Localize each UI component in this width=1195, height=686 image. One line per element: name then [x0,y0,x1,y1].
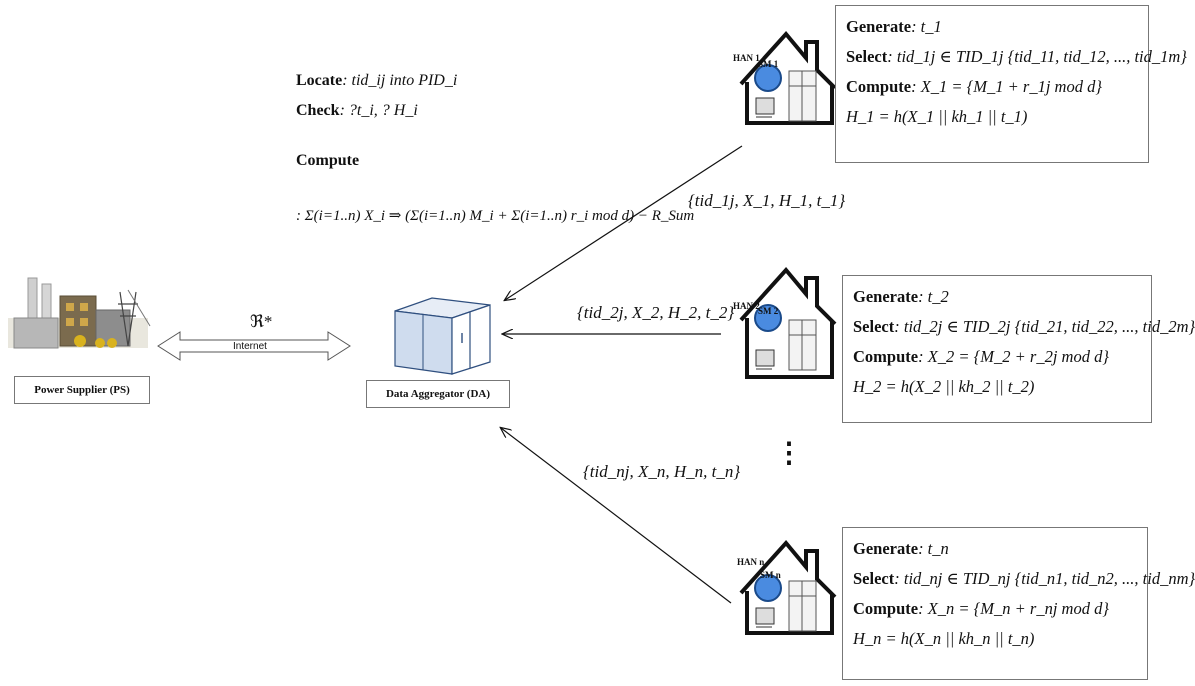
arrow-hann-to-da [501,428,732,604]
han2-label: HAN 2 [733,301,760,311]
sm2-label: SM 2 [758,306,779,316]
han2-message: {tid_2j, X_2, H_2, t_2} [577,303,735,322]
data-aggregator-label: Data Aggregator (DA) [366,380,510,408]
sm1-label: SM 1 [758,59,779,69]
hann-message: {tid_nj, X_n, H_n, t_n} [583,462,741,481]
smn-label: SM n [760,570,781,580]
da-locate-step: Locate: tid_ij into PID_i [296,72,458,89]
da-check-formula: : ?t_i, ? H_i [339,102,418,119]
han1-computation-box: Generate: t_1 Select: tid_1j ∈ TID_1j {t… [835,5,1187,163]
han1-house-icon [739,30,837,125]
han1-message: {tid_1j, X_1, H_1, t_1} [688,191,846,210]
power-plant-icon [8,277,151,349]
hann-generate: Generate: t_n [853,539,949,558]
han2-compute: Compute: X_2 = {M_2 + r_2j mod d} [853,347,1109,366]
hann-computation-box: Generate: t_n Select: tid_nj ∈ TID_nj {t… [842,527,1195,680]
hann-house-icon [739,539,837,635]
han2-computation-box: Generate: t_2 Select: tid_2j ∈ TID_2j {t… [842,275,1195,423]
han1-select: Select: tid_1j ∈ TID_1j {tid_11, tid_12,… [846,47,1187,66]
internet-symbol: ℜ* [250,312,273,331]
hann-label: HAN n [737,557,765,567]
more-hans-ellipsis: ⋮ [775,438,803,469]
data-aggregator-icon [394,297,491,375]
han2-house-icon [739,266,837,379]
hann-select: Select: tid_nj ∈ TID_nj {tid_n1, tid_n2,… [853,569,1195,588]
han1-compute: Compute: X_1 = {M_1 + r_1j mod d} [846,77,1102,96]
han2-hash: H_2 = h(X_2 || kh_2 || t_2) [853,377,1035,396]
da-check-step: Check: ?t_i, ? H_i [296,102,418,119]
internet-double-arrow [157,331,351,361]
han1-hash: H_1 = h(X_1 || kh_1 || t_1) [846,107,1028,126]
han1-label: HAN 1 [733,53,760,63]
da-compute-formula: : Σ(i=1..n) X_i ⇒ (Σ(i=1..n) M_i + Σ(i=1… [296,208,695,224]
han2-generate: Generate: t_2 [853,287,949,306]
hann-hash: H_n = h(X_n || kh_n || t_n) [853,629,1035,648]
internet-label: Internet [233,341,267,352]
da-locate-formula: : tid_ij into PID_i [342,72,458,89]
da-compute-step: Compute [296,152,360,169]
han1-generate: Generate: t_1 [846,17,942,36]
arrow-han1-to-da [505,145,743,300]
hann-compute: Compute: X_n = {M_n + r_nj mod d} [853,599,1109,618]
han2-select: Select: tid_2j ∈ TID_2j {tid_21, tid_22,… [853,317,1195,336]
power-supplier-label: Power Supplier (PS) [14,376,150,404]
diagram-canvas [8,30,837,635]
